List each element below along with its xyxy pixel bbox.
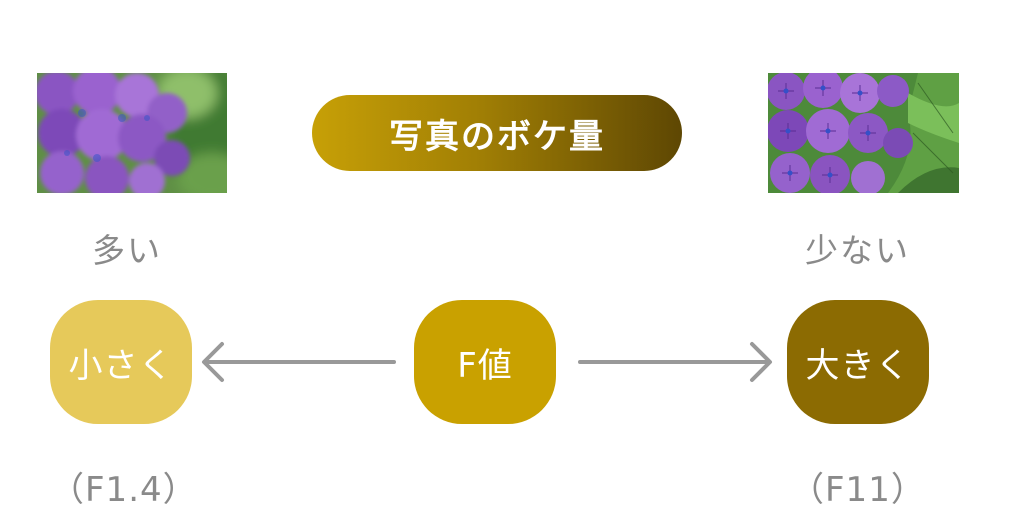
arrow-right-icon [578,342,772,382]
f-number-label: F値 [457,345,513,386]
arrow-left-icon [202,342,396,382]
f-value-large: （F11） [790,470,926,510]
title-banner: 写真のボケ量 [312,95,682,171]
page-title: 写真のボケ量 [389,116,605,157]
larger-f-label: 大きく [805,345,911,386]
bokeh-many-label: 多い [92,231,162,270]
bokeh-few-label: 少ない [805,231,910,270]
hydrangea-photo-sharp [768,73,959,193]
hydrangea-photo-blurry [37,73,227,193]
larger-f-node: 大きく [787,300,929,424]
smaller-f-label: 小さく [68,345,174,386]
smaller-f-node: 小さく [50,300,192,424]
f-number-node: F値 [414,300,556,424]
f-value-small: （F1.4） [50,470,198,510]
